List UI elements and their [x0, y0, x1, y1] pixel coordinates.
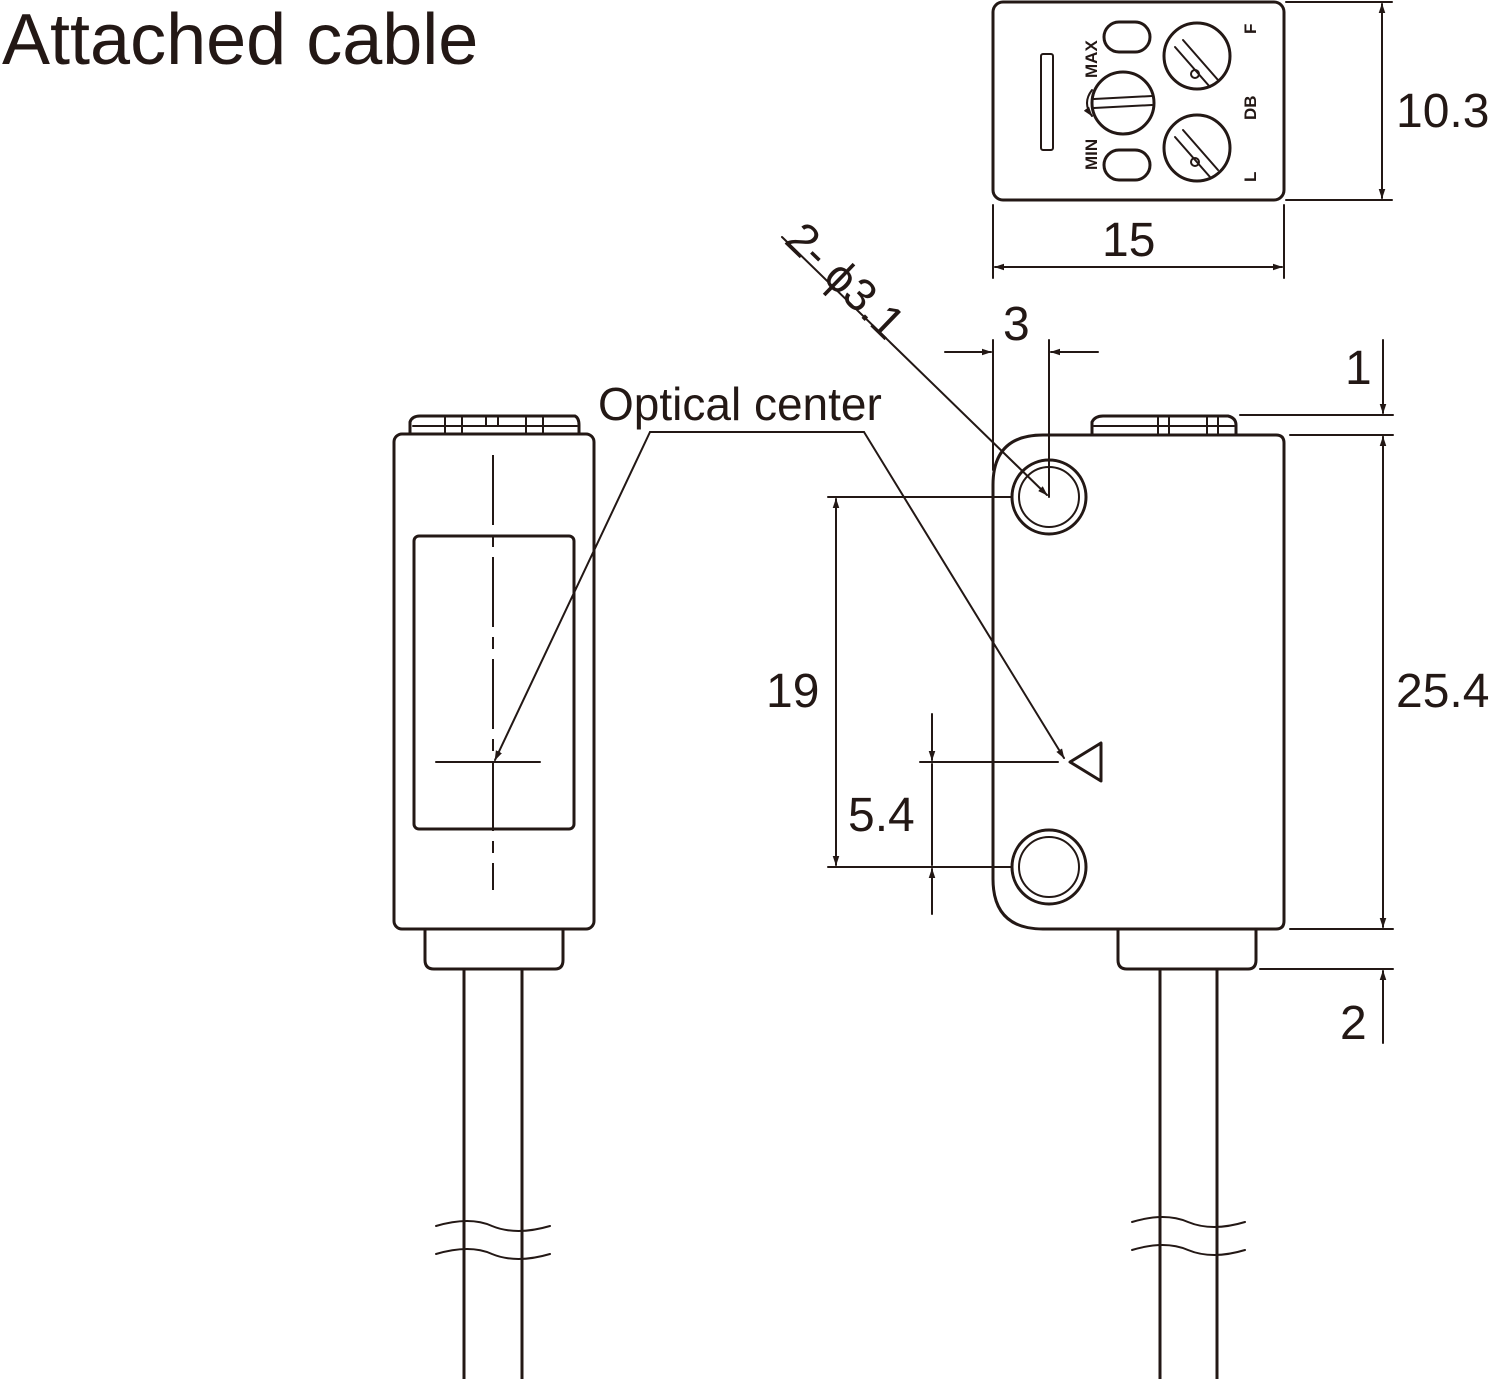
- top-view: MIN MAX F DB L 10.3 15: [991, 0, 1489, 279]
- side-view: [991, 414, 1286, 1379]
- sensitivity-knob-icon: [1090, 70, 1156, 136]
- optical-center-icon: [1068, 741, 1103, 783]
- mounting-hole-icon: [1010, 828, 1088, 906]
- optical-center-callout: Optical center: [494, 378, 1065, 761]
- dim-hole-pitch: 19: [766, 665, 819, 718]
- optical-center-label: Optical center: [598, 378, 882, 430]
- f-marking: F: [1241, 24, 1260, 34]
- l-marking: L: [1241, 172, 1260, 182]
- drawing-title: Attached cable: [2, 0, 478, 80]
- front-view: [392, 414, 596, 1379]
- dim-width-top: 15: [1102, 214, 1155, 267]
- hole-callout: 2- ϕ3.1: [776, 212, 915, 349]
- dim-bottom-step: 2: [1340, 997, 1367, 1050]
- db-marking: DB: [1241, 95, 1260, 120]
- dim-height-top: 10.3: [1396, 85, 1489, 138]
- max-marking: MAX: [1082, 40, 1101, 78]
- dim-hole-offset: 3: [1003, 298, 1030, 351]
- side-dimensions: 2- ϕ3.1 3 1 25.4 2 19 5.4: [766, 212, 1489, 1050]
- dim-optical-offset: 5.4: [848, 789, 915, 842]
- timer-switch-icon: [1162, 113, 1232, 183]
- mode-switch-icon: [1162, 21, 1232, 91]
- dim-body-height: 25.4: [1396, 665, 1489, 718]
- dim-top-step: 1: [1345, 342, 1372, 395]
- min-marking: MIN: [1082, 139, 1101, 170]
